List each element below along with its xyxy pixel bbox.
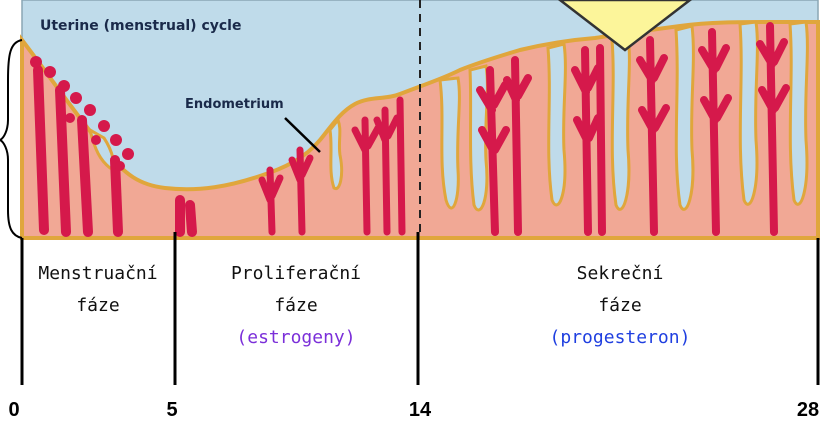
phase-secretory-line2: fáze <box>598 295 641 316</box>
endometrium-illustration: Uterine (menstrual) cycle Endometrium <box>22 0 818 238</box>
diagram-title: Uterine (menstrual) cycle <box>40 18 241 34</box>
phase-menstrual-line2: fáze <box>76 295 119 316</box>
timeline <box>22 232 818 385</box>
phase-secretory-hormone: (progesteron) <box>550 327 691 348</box>
phase-proliferative-line2: fáze <box>274 295 317 316</box>
phase-menstrual: Menstruační fáze <box>38 263 157 316</box>
phase-secretory: Sekreční fáze (progesteron) <box>550 263 691 348</box>
phase-proliferative-hormone: (estrogeny) <box>236 327 355 348</box>
phase-secretory-line1: Sekreční <box>577 263 664 284</box>
tick-day-28: 28 <box>797 399 819 421</box>
tick-day-14: 14 <box>409 399 432 421</box>
tick-day-5: 5 <box>166 399 177 421</box>
phase-proliferative: Proliferační fáze (estrogeny) <box>231 263 361 348</box>
phase-menstrual-line1: Menstruační <box>38 263 157 284</box>
tick-day-0: 0 <box>8 399 19 421</box>
day-ticks: 0 5 14 28 <box>8 399 819 421</box>
endometrium-label: Endometrium <box>185 97 284 112</box>
endometrium-brace <box>0 40 22 238</box>
phase-proliferative-line1: Proliferační <box>231 263 361 284</box>
